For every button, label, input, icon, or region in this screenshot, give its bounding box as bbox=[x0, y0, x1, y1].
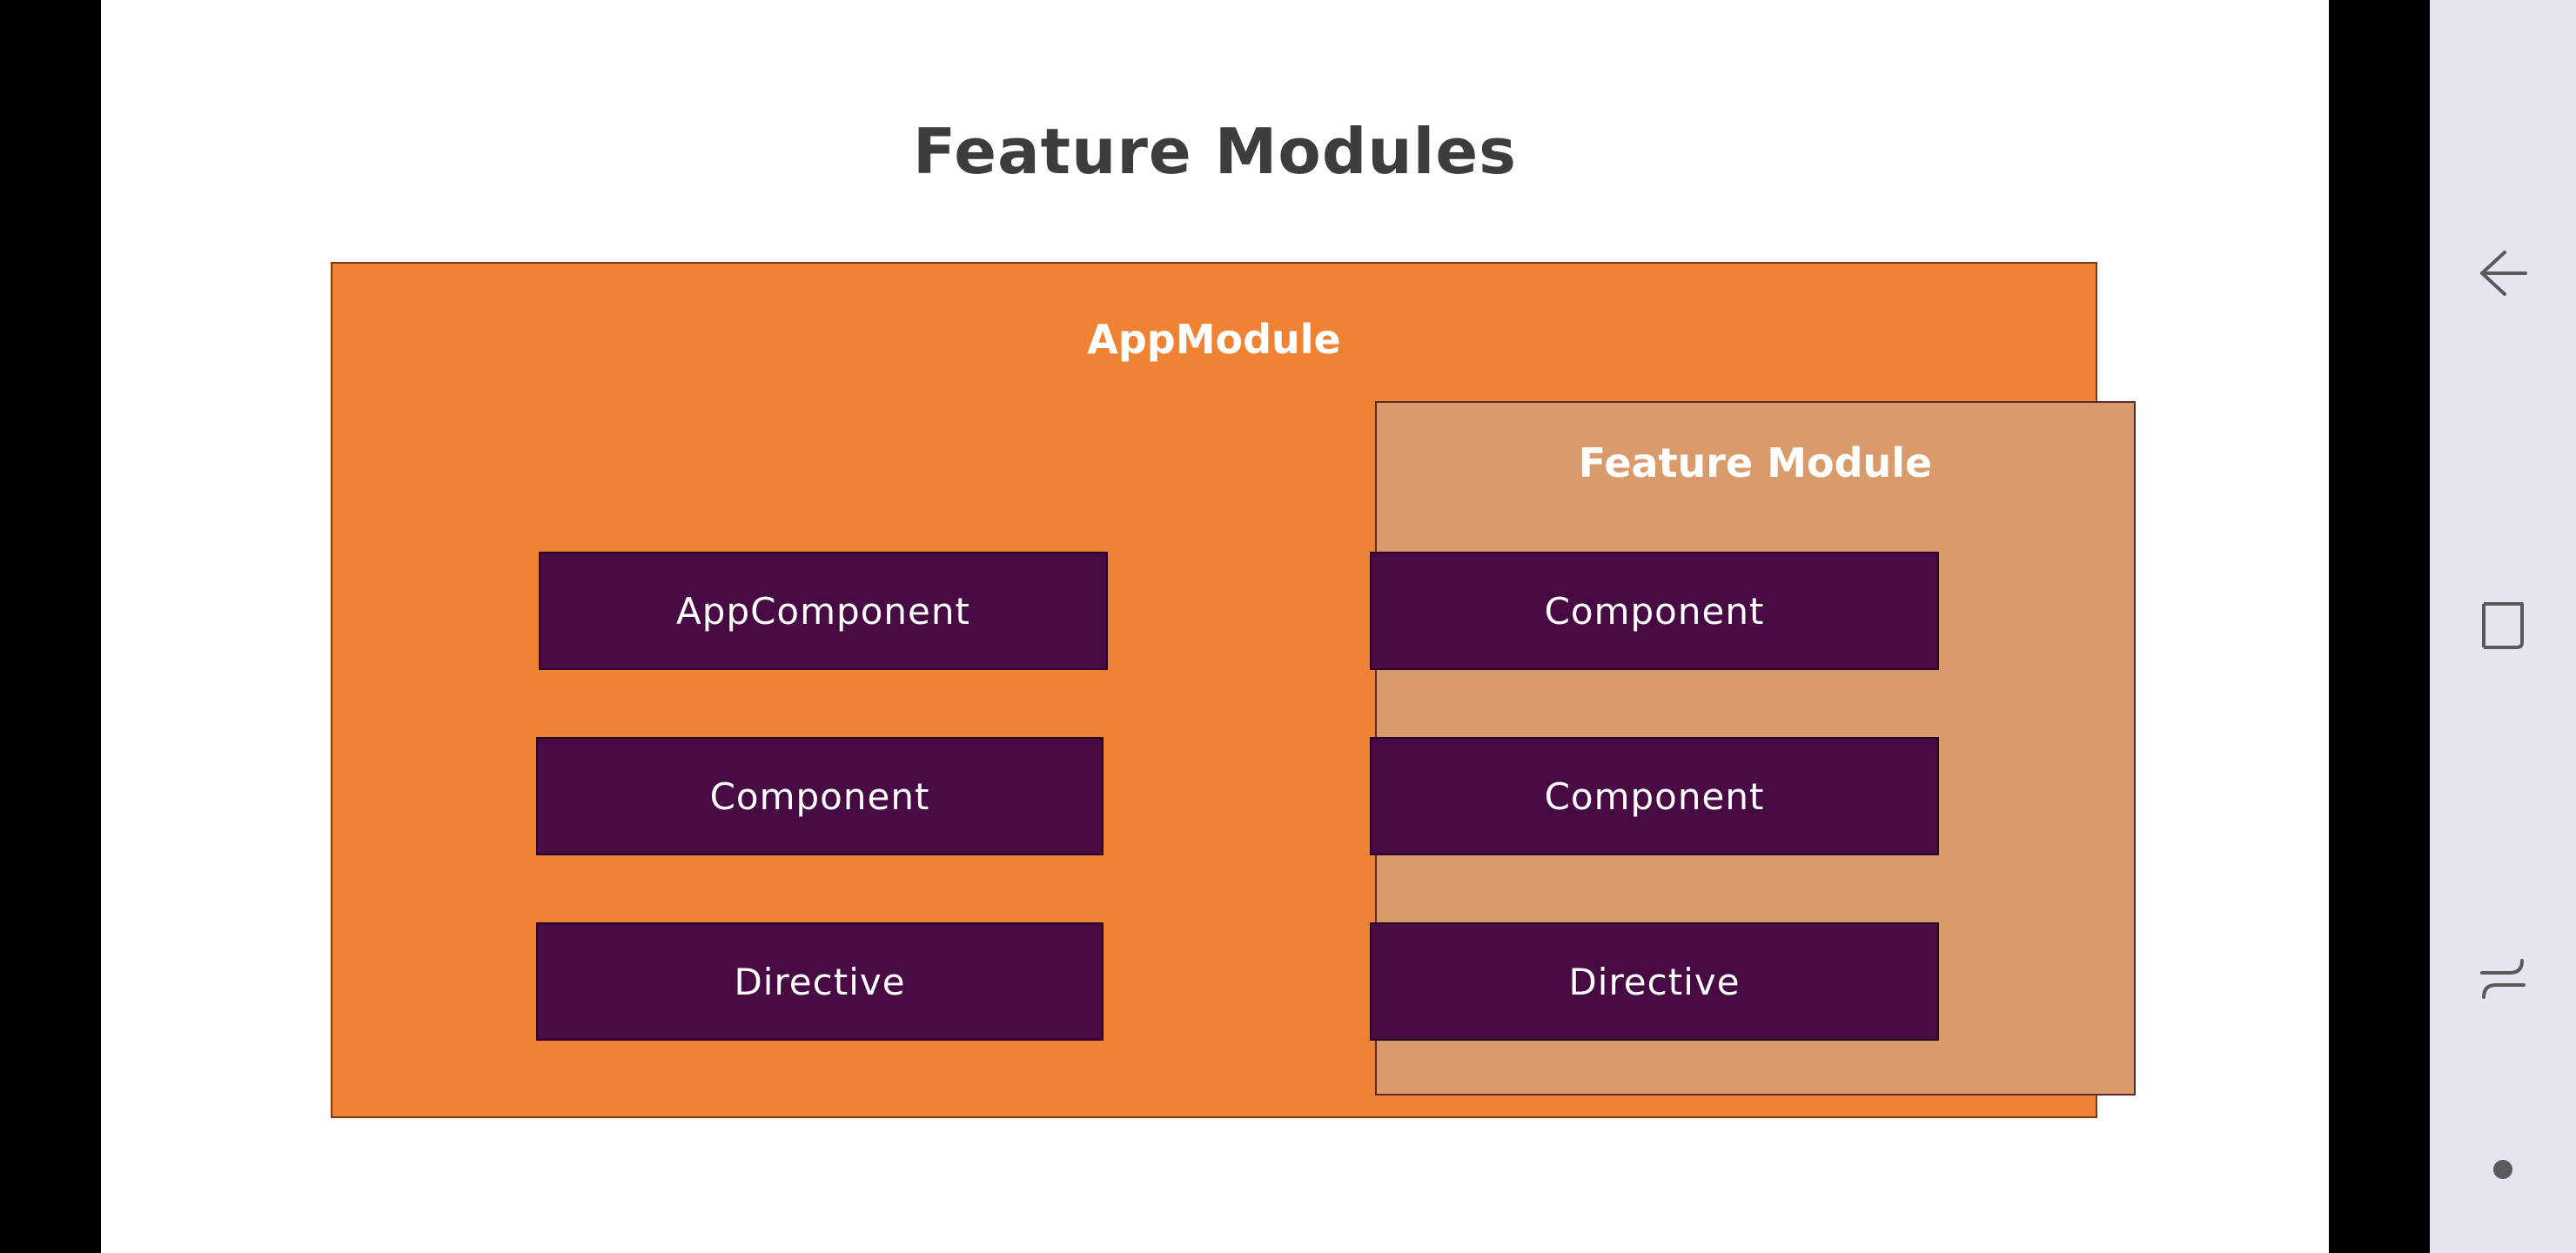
navigation-bar bbox=[2430, 0, 2576, 1253]
home-icon bbox=[2482, 602, 2524, 649]
recent-apps-button[interactable] bbox=[2459, 935, 2546, 1022]
feature-module-label: Feature Module bbox=[1578, 439, 1933, 486]
back-button[interactable] bbox=[2459, 230, 2546, 317]
feature-module-item-component-2: Component bbox=[1370, 737, 1939, 855]
app-module-item-app-component: AppComponent bbox=[539, 552, 1108, 670]
back-icon bbox=[2480, 251, 2527, 296]
app-module-item-directive: Directive bbox=[536, 922, 1104, 1041]
feature-module-item-directive: Directive bbox=[1370, 922, 1939, 1041]
app-module-item-component: Component bbox=[536, 737, 1104, 855]
recent-apps-icon bbox=[2480, 959, 2526, 999]
feature-module-item-component-1: Component bbox=[1370, 552, 1939, 670]
slide: Feature Modules AppModule AppComponent C… bbox=[101, 0, 2329, 1253]
slide-title: Feature Modules bbox=[912, 115, 1518, 188]
app-module-label: AppModule bbox=[1087, 316, 1341, 363]
assistant-dot-icon bbox=[2493, 1160, 2512, 1179]
home-button[interactable] bbox=[2459, 581, 2546, 668]
assistant-button[interactable] bbox=[2459, 1126, 2546, 1213]
